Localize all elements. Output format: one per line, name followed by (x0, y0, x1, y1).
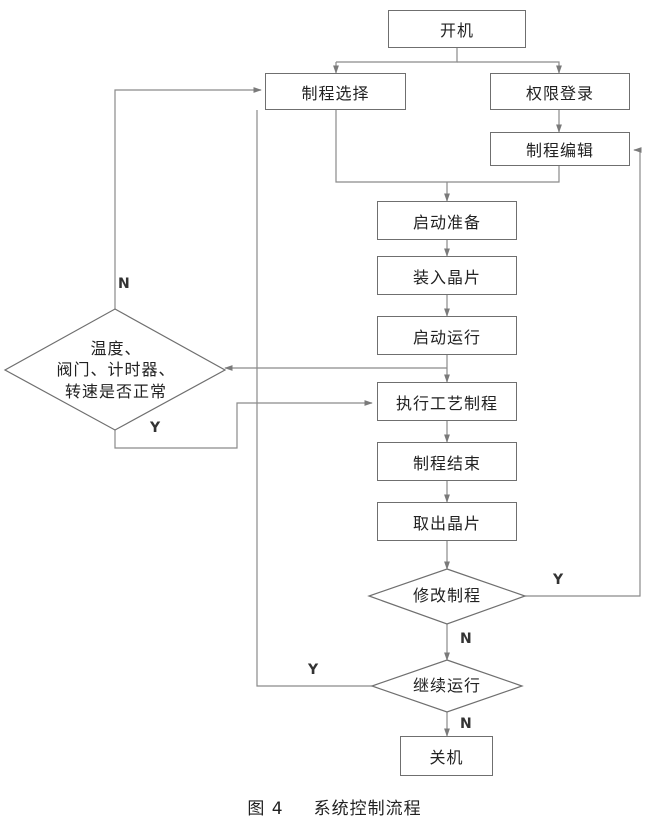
edge-check-yes (114, 400, 373, 449)
label-modify-no: N (460, 631, 472, 647)
edge-start-to-login (457, 61, 562, 74)
check-line-1: 温度、 (90, 338, 142, 358)
node-process-end: 制程结束 (377, 442, 517, 481)
node-check-label: 温度、 阀门、计时器、 转速是否正常 (30, 325, 202, 415)
label-check-yes: Y (150, 420, 161, 436)
edge-edit-merge (447, 166, 560, 183)
edge-start-split (336, 48, 458, 63)
label-continue-no: N (460, 716, 472, 732)
modify-diamond-shape (367, 568, 527, 625)
node-process-edit: 制程编辑 (490, 132, 630, 166)
label-check-no: N (118, 276, 130, 292)
label-modify-yes: Y (553, 572, 564, 588)
check-line-3: 转速是否正常 (64, 381, 167, 401)
node-login: 权限登录 (490, 73, 630, 110)
node-start: 开机 (388, 10, 526, 48)
node-continue-run: 继续运行 (412, 676, 481, 696)
label-continue-yes: Y (308, 662, 319, 678)
node-start-prepare: 启动准备 (377, 201, 517, 240)
node-shutdown: 关机 (400, 736, 493, 776)
edge-modify-yes (525, 147, 642, 597)
edge-continue-yes (256, 110, 372, 687)
edge-check-no (114, 87, 262, 309)
check-diamond-shape (3, 308, 227, 431)
node-modify-process: 修改制程 (412, 586, 481, 606)
check-line-2: 阀门、计时器、 (56, 360, 176, 380)
continue-diamond-shape (370, 659, 524, 713)
node-execute-process: 执行工艺制程 (377, 382, 517, 421)
figure-caption: 图 4 系统控制流程 (0, 794, 669, 819)
node-remove-wafer: 取出晶片 (377, 502, 517, 541)
edge-select-merge (335, 110, 447, 183)
node-process-select: 制程选择 (265, 73, 406, 110)
caption-title: 系统控制流程 (313, 799, 422, 819)
node-start-run: 启动运行 (377, 316, 517, 355)
caption-figure-number: 图 4 (247, 799, 284, 819)
node-load-wafer: 装入晶片 (377, 256, 517, 295)
